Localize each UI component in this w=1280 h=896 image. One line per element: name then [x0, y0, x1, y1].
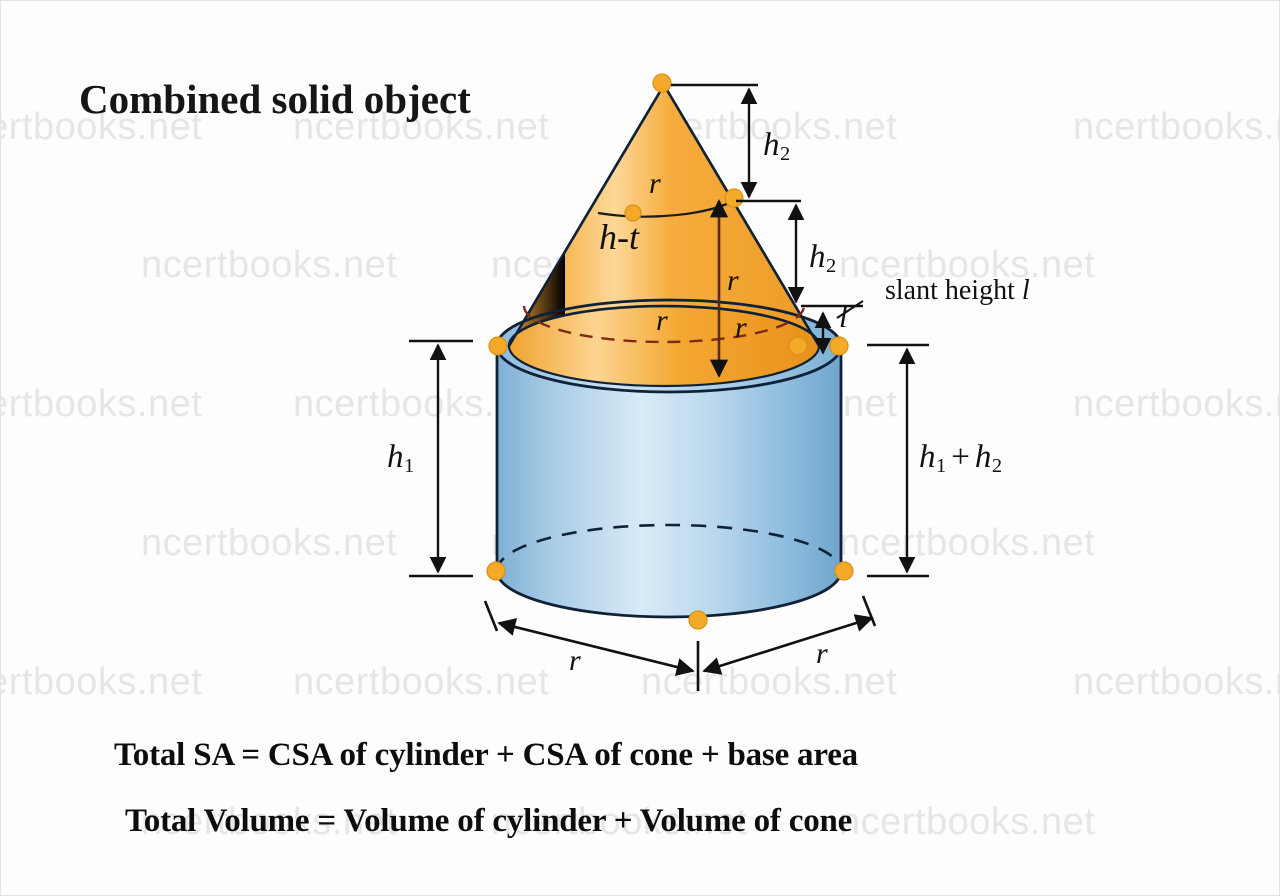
- label-h1: h1: [387, 439, 415, 478]
- formula-surface-area: Total SA = CSA of cylinder + CSA of cone…: [114, 737, 858, 773]
- dimension-h2-lower: [787, 203, 863, 308]
- label-cone-base-r-left: r: [656, 304, 668, 337]
- label-slant-height: slant height l: [885, 275, 1030, 306]
- label-h2-top: h2: [763, 127, 791, 166]
- page-title: Combined solid object: [79, 76, 471, 122]
- label-radius-left: r: [569, 644, 581, 677]
- label-axis-r-upper: r: [727, 264, 739, 297]
- dimension-slant-l: [814, 300, 864, 355]
- label-h1-plus-h2: h1+h2: [919, 439, 1003, 478]
- cone-hidden-base-arc: [522, 305, 806, 344]
- node-markers: [486, 73, 854, 630]
- formula-volume: Total Volume = Volume of cylinder + Volu…: [125, 803, 853, 839]
- label-h2-lower: h2: [809, 239, 837, 278]
- label-cone-h-minus-t: h-t: [599, 217, 639, 257]
- dimension-radius: [483, 595, 877, 691]
- label-cone-arc-r: r: [649, 167, 661, 200]
- dimension-h1-plus-h2: [867, 343, 929, 578]
- dimension-h2-top: [671, 83, 801, 203]
- label-cone-base-r-right: r: [735, 311, 747, 344]
- label-radius-right: r: [816, 637, 828, 670]
- dimension-h1: [409, 339, 473, 578]
- label-slant-l-small: l: [839, 299, 848, 334]
- cylinder-shape: [497, 346, 841, 617]
